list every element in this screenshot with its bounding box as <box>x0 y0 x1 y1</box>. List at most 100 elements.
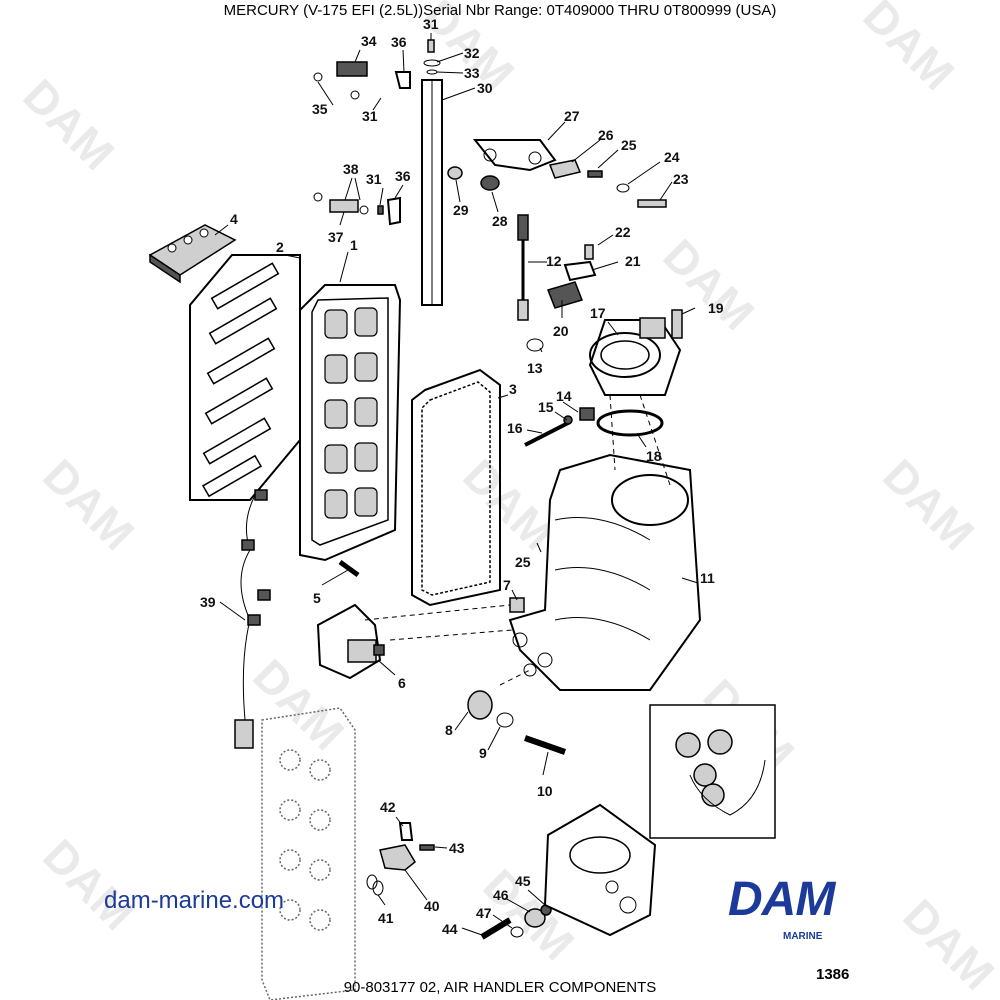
part-3-manifold-gasket <box>411 368 501 607</box>
part-30-bracket-bar <box>421 79 443 306</box>
brand-logo: DAM <box>728 873 835 926</box>
alignment-lines <box>364 394 671 686</box>
callout-18: 18 <box>646 448 662 464</box>
callout-1: 1 <box>350 237 358 253</box>
callout-43: 43 <box>449 840 465 856</box>
callout-22: 22 <box>615 224 631 240</box>
callout-6: 6 <box>398 675 406 691</box>
part-4-reed-block <box>148 224 237 284</box>
callout-35: 35 <box>312 101 328 117</box>
inset-detail-box <box>649 704 776 839</box>
callout-32: 32 <box>464 45 480 61</box>
part-39-wiring-harness <box>234 489 271 749</box>
callout-19: 19 <box>708 300 724 316</box>
part-36-clip-top <box>394 71 411 89</box>
part-46-grommet <box>524 908 546 928</box>
callout-27: 27 <box>564 108 580 124</box>
callout-20: 20 <box>553 323 569 339</box>
callout-9: 9 <box>479 745 487 761</box>
part-28-grommet <box>480 175 500 191</box>
callout-36-low: 36 <box>395 168 411 184</box>
part-5-bolt <box>338 559 360 578</box>
callout-34: 34 <box>361 33 377 49</box>
callout-38: 38 <box>343 161 359 177</box>
part-7-plug <box>509 597 525 613</box>
watermark-text: DAM <box>653 229 764 340</box>
callout-28: 28 <box>492 213 508 229</box>
ghost-adapter-plate <box>261 707 356 1000</box>
callout-41: 41 <box>378 910 394 926</box>
callout-4: 4 <box>230 211 238 227</box>
callout-3: 3 <box>509 381 517 397</box>
callout-5: 5 <box>313 590 321 606</box>
callout-15: 15 <box>538 399 554 415</box>
callout-31-top: 31 <box>423 16 439 32</box>
part-11-air-box <box>508 453 702 691</box>
part-42-clip <box>398 822 414 841</box>
callout-13: 13 <box>527 360 543 376</box>
callout-39: 39 <box>200 594 216 610</box>
callout-46: 46 <box>493 887 509 903</box>
callout-25-mid: 25 <box>515 554 531 570</box>
callout-29: 29 <box>453 202 469 218</box>
part-2-gasket-plate <box>189 254 301 501</box>
callout-23: 23 <box>673 171 689 187</box>
part-40-fitting <box>379 844 416 871</box>
part-12-temp-sensor <box>517 214 544 352</box>
part-44-bolt <box>480 917 512 940</box>
callout-numbers: 1 2 3 4 5 6 7 8 9 10 11 12 13 14 15 16 1… <box>200 16 724 937</box>
part-22-screw <box>584 244 594 260</box>
part-27-bracket <box>472 139 582 179</box>
callout-31-mid: 31 <box>362 108 378 124</box>
callout-42: 42 <box>380 799 396 815</box>
callout-45: 45 <box>515 873 531 889</box>
part-14-fitting <box>579 407 595 421</box>
diagram-title: MERCURY (V-175 EFI (2.5L))Serial Nbr Ran… <box>223 2 777 19</box>
leader-lines <box>214 33 699 936</box>
callout-12: 12 <box>546 253 562 269</box>
callout-8: 8 <box>445 722 453 738</box>
part-20-sensor <box>547 281 583 309</box>
diagram-caption: 90-803177 02, AIR HANDLER COMPONENTS <box>343 979 657 996</box>
part-24-washer <box>616 183 630 193</box>
callout-37: 37 <box>328 229 344 245</box>
callout-14: 14 <box>556 388 572 404</box>
callout-21: 21 <box>625 253 641 269</box>
part-8-grommet <box>467 690 493 720</box>
part-15-washer <box>563 415 573 425</box>
callout-36-top: 36 <box>391 34 407 50</box>
part-21-bracket <box>563 260 597 282</box>
part-37-sensor <box>313 192 401 226</box>
callout-33: 33 <box>464 65 480 81</box>
watermark-text: DAM <box>873 449 984 560</box>
callout-44: 44 <box>442 921 458 937</box>
part-23-bolt <box>637 199 667 208</box>
callout-40: 40 <box>424 898 440 914</box>
site-link[interactable]: dam-marine.com <box>104 887 285 914</box>
watermark-text: DAM <box>33 829 144 940</box>
part-34-sensor <box>313 61 368 100</box>
page-number: 1386 <box>816 966 850 983</box>
callout-47: 47 <box>476 905 492 921</box>
part-6-pump <box>316 603 385 680</box>
callout-31-low: 31 <box>366 171 382 187</box>
part-25-screw-top <box>587 170 603 178</box>
callout-7: 7 <box>503 577 511 593</box>
brand-logo-subtitle: MARINE <box>783 931 823 942</box>
callout-2: 2 <box>276 239 284 255</box>
callout-11: 11 <box>700 570 715 586</box>
part-43-screw <box>419 844 435 851</box>
callout-26: 26 <box>598 127 614 143</box>
callout-16: 16 <box>507 420 523 436</box>
part-47-washer <box>510 926 524 938</box>
part-29-grommet <box>447 166 463 180</box>
callout-30: 30 <box>477 80 493 96</box>
callout-24: 24 <box>664 149 680 165</box>
part-16-pin <box>524 420 571 447</box>
callout-17: 17 <box>590 305 606 321</box>
part-9-washer <box>496 712 514 728</box>
part-1-intake-plate <box>299 284 402 562</box>
part-18-oring <box>596 409 664 437</box>
callout-25-top: 25 <box>621 137 637 153</box>
